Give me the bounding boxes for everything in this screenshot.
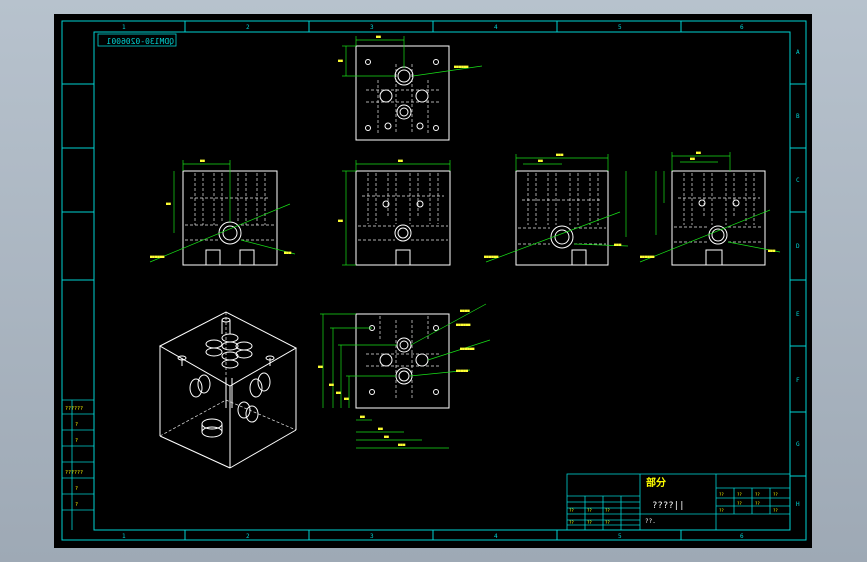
svg-text:1: 1 (122, 24, 126, 31)
svg-text:■■: ■■ (344, 396, 349, 401)
svg-text:■■■■■■: ■■■■■■ (150, 254, 165, 259)
svg-text:D: D (796, 243, 800, 250)
svg-text:■■: ■■ (336, 390, 341, 395)
svg-text:6: 6 (740, 533, 744, 540)
svg-text:■■: ■■ (338, 58, 343, 63)
svg-text:■■: ■■ (384, 434, 389, 439)
svg-text:??: ?? (587, 520, 592, 525)
model-space-background (54, 14, 812, 548)
front-view-4: ■■ ■■ ■■■■■■ ■■■ (639, 150, 781, 266)
svg-text:■■■: ■■■ (284, 250, 292, 255)
svg-text:??: ?? (569, 520, 574, 525)
title-block-text: 部分 ????|| ??. ?? ?? ?? ?? ?? ?? ?? ?? ??… (569, 476, 778, 525)
svg-text:??: ?? (755, 492, 760, 497)
svg-text:F: F (796, 377, 800, 384)
svg-text:??: ?? (605, 508, 610, 513)
svg-text:1: 1 (122, 533, 126, 540)
svg-text:E: E (796, 311, 800, 318)
svg-text:??: ?? (737, 501, 742, 506)
svg-text:H: H (796, 501, 800, 508)
svg-text:■■■■■■: ■■■■■■ (460, 346, 475, 351)
svg-text:■■■: ■■■ (614, 242, 622, 247)
left-side-table (62, 399, 94, 530)
svg-text:2: 2 (246, 24, 250, 31)
svg-text:3: 3 (370, 533, 374, 540)
svg-text:??: ?? (773, 508, 778, 513)
svg-text:??.: ??. (645, 518, 656, 525)
svg-text:??: ?? (719, 508, 724, 513)
zone-labels: 1 2 3 4 5 6 1 2 3 4 5 6 A B C D E F G H (122, 24, 800, 540)
svg-text:■■■■: ■■■■ (460, 308, 470, 313)
svg-text:??: ?? (737, 492, 742, 497)
svg-text:3: 3 (370, 24, 374, 31)
svg-text:■■■: ■■■ (768, 248, 776, 253)
svg-text:■■: ■■ (318, 364, 323, 369)
svg-text:■■■■■■: ■■■■■■ (640, 254, 655, 259)
svg-text:C: C (796, 177, 800, 184)
svg-text:??: ?? (755, 501, 760, 506)
svg-text:4: 4 (494, 24, 498, 31)
svg-text:QDM130-0206001: QDM130-0206001 (106, 37, 174, 46)
drawing-code-stamp: QDM130-0206001 (97, 33, 177, 47)
part-name: 部分 (646, 476, 666, 489)
svg-text:??: ?? (605, 520, 610, 525)
svg-text:??????: ?????? (65, 470, 83, 476)
front-view-1: ■■ ■■ ■■■■■■ ■■■ (149, 158, 296, 266)
bottom-view: ■■ ■■ ■■ ■■ ■■ ■■ ■■ ■■■ ■■■■ ■■■■■■ ■■■… (318, 303, 491, 449)
svg-text:■■■: ■■■ (398, 442, 406, 447)
svg-text:5: 5 (618, 533, 622, 540)
svg-text:■■: ■■ (398, 158, 403, 163)
svg-text:A: A (796, 49, 800, 56)
sheet-frame (61, 20, 807, 541)
svg-text:?: ? (75, 422, 78, 428)
svg-text:6: 6 (740, 24, 744, 31)
svg-text:■■: ■■ (200, 158, 205, 163)
svg-text:■■: ■■ (696, 150, 701, 155)
svg-text:B: B (796, 113, 800, 120)
svg-text:■■: ■■ (329, 382, 334, 387)
svg-text:??: ?? (587, 508, 592, 513)
svg-text:?: ? (75, 502, 78, 508)
drawing-title: ????|| (652, 501, 685, 511)
svg-text:??: ?? (773, 492, 778, 497)
front-view-3: ■■■ ■■ ■■■■■■ ■■■ (484, 152, 629, 266)
title-block (566, 473, 791, 531)
left-side-table-labels: ?????? ? ? ?????? ? ? (65, 406, 83, 508)
svg-text:G: G (796, 441, 800, 448)
svg-text:??: ?? (719, 492, 724, 497)
top-view: ■■ ■■ ■■■■■■ (338, 34, 483, 141)
svg-text:■■: ■■ (360, 414, 365, 419)
svg-text:■■: ■■ (376, 34, 381, 39)
svg-text:??????: ?????? (65, 406, 83, 412)
svg-text:2: 2 (246, 533, 250, 540)
svg-text:■■■■■■: ■■■■■■ (456, 322, 471, 327)
svg-text:?: ? (75, 438, 78, 444)
svg-text:■■■■■■: ■■■■■■ (484, 254, 499, 259)
svg-text:?: ? (75, 486, 78, 492)
front-view-2: ■■ ■■ (338, 158, 451, 266)
svg-text:■■■■■: ■■■■■ (456, 368, 469, 373)
svg-text:4: 4 (494, 533, 498, 540)
svg-text:5: 5 (618, 24, 622, 31)
svg-text:■■: ■■ (378, 426, 383, 431)
svg-text:■■■: ■■■ (556, 152, 564, 157)
svg-text:??: ?? (569, 508, 574, 513)
svg-text:■■: ■■ (690, 156, 695, 161)
svg-text:■■: ■■ (338, 218, 343, 223)
isometric-view (158, 311, 298, 469)
svg-text:■■: ■■ (166, 201, 171, 206)
svg-text:■■■■■■: ■■■■■■ (454, 64, 469, 69)
svg-text:■■: ■■ (538, 158, 543, 163)
